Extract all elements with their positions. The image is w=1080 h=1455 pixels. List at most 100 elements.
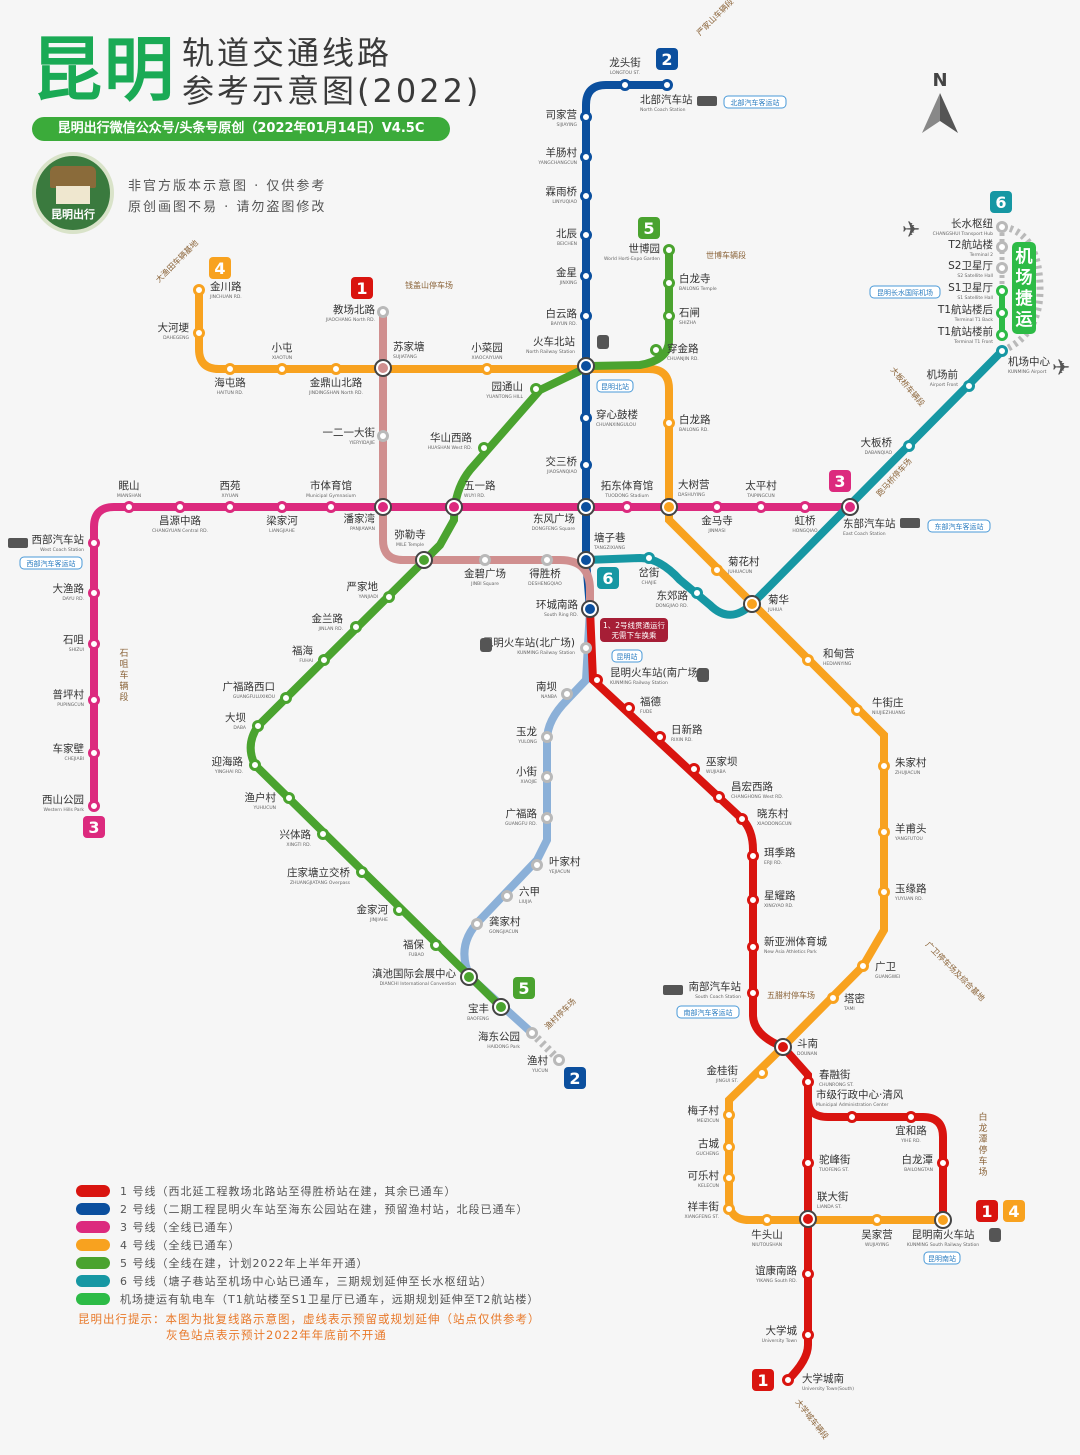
station[interactable]: 昆明火车站(南广场)KUNMING Railway Station	[591, 666, 703, 686]
station[interactable]: 昆明火车站(北广场)KUNMING Railway Station	[483, 636, 592, 656]
